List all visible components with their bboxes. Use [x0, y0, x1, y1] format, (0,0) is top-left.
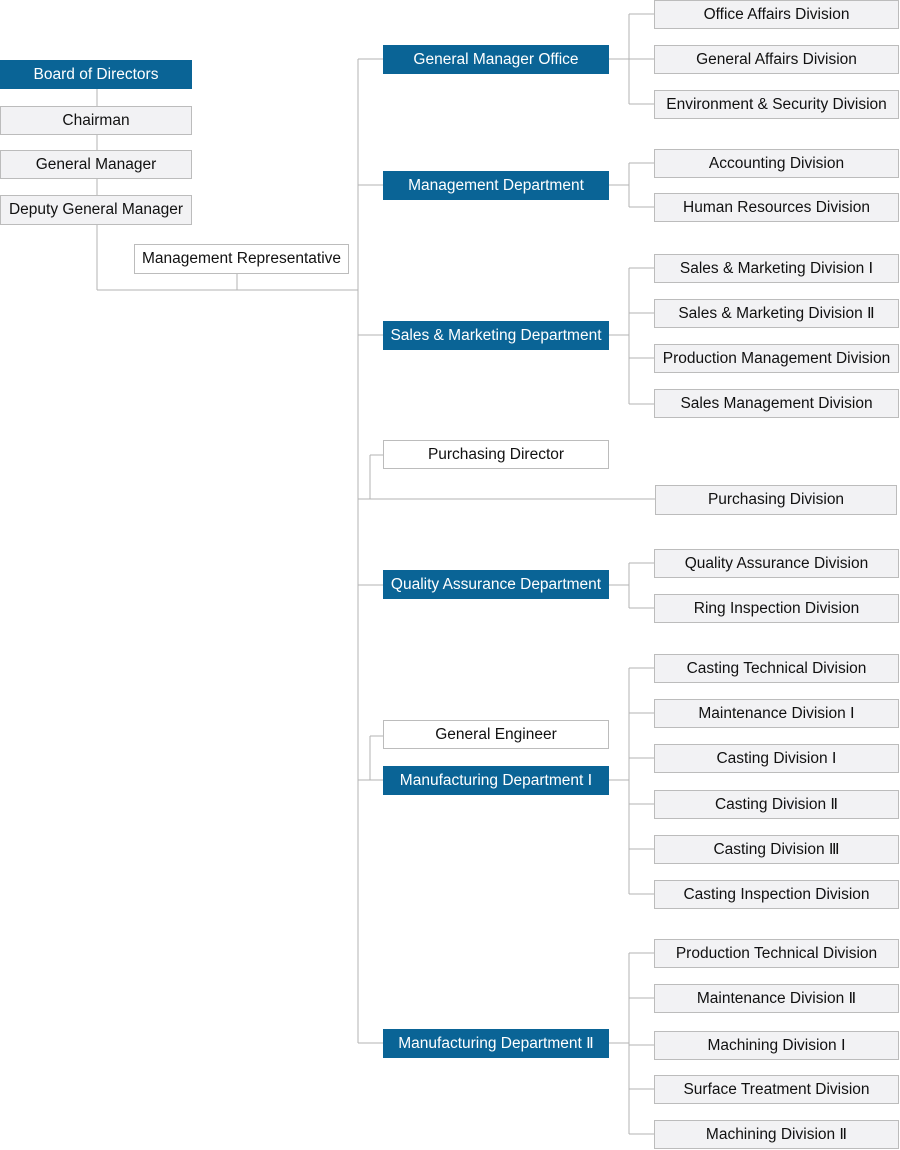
sales-marketing-division-1-box: Sales & Marketing Division Ⅰ — [654, 254, 899, 283]
chairman-box: Chairman — [0, 106, 192, 135]
environment-security-division-box: Environment & Security Division — [654, 90, 899, 119]
management-department-box: Management Department — [383, 171, 609, 200]
sales-marketing-division-2-box: Sales & Marketing Division Ⅱ — [654, 299, 899, 328]
accounting-division-box: Accounting Division — [654, 149, 899, 178]
casting-division-2-box: Casting Division Ⅱ — [654, 790, 899, 819]
office-affairs-division-box: Office Affairs Division — [654, 0, 899, 29]
ring-inspection-division-box: Ring Inspection Division — [654, 594, 899, 623]
production-technical-division-box: Production Technical Division — [654, 939, 899, 968]
casting-inspection-division-box: Casting Inspection Division — [654, 880, 899, 909]
casting-division-3-box: Casting Division Ⅲ — [654, 835, 899, 864]
quality-assurance-division-box: Quality Assurance Division — [654, 549, 899, 578]
sales-management-division-box: Sales Management Division — [654, 389, 899, 418]
machining-division-1-box: Machining Division Ⅰ — [654, 1031, 899, 1060]
surface-treatment-division-box: Surface Treatment Division — [654, 1075, 899, 1104]
purchasing-division-box: Purchasing Division — [655, 485, 897, 515]
board-of-directors-box: Board of Directors — [0, 60, 192, 89]
general-affairs-division-box: General Affairs Division — [654, 45, 899, 74]
maintenance-division-1-box: Maintenance Division Ⅰ — [654, 699, 899, 728]
quality-assurance-department-box: Quality Assurance Department — [383, 570, 609, 599]
general-engineer-box: General Engineer — [383, 720, 609, 749]
sales-marketing-department-box: Sales & Marketing Department — [383, 321, 609, 350]
machining-division-2-box: Machining Division Ⅱ — [654, 1120, 899, 1149]
purchasing-director-box: Purchasing Director — [383, 440, 609, 469]
maintenance-division-2-box: Maintenance Division Ⅱ — [654, 984, 899, 1013]
human-resources-division-box: Human Resources Division — [654, 193, 899, 222]
production-management-division-box: Production Management Division — [654, 344, 899, 373]
manufacturing-department-1-box: Manufacturing Department Ⅰ — [383, 766, 609, 795]
deputy-general-manager-box: Deputy General Manager — [0, 195, 192, 225]
management-representative-box: Management Representative — [134, 244, 349, 274]
manufacturing-department-2-box: Manufacturing Department Ⅱ — [383, 1029, 609, 1058]
general-manager-office-box: General Manager Office — [383, 45, 609, 74]
casting-technical-division-box: Casting Technical Division — [654, 654, 899, 683]
general-manager-box: General Manager — [0, 150, 192, 179]
casting-division-1-box: Casting Division Ⅰ — [654, 744, 899, 773]
